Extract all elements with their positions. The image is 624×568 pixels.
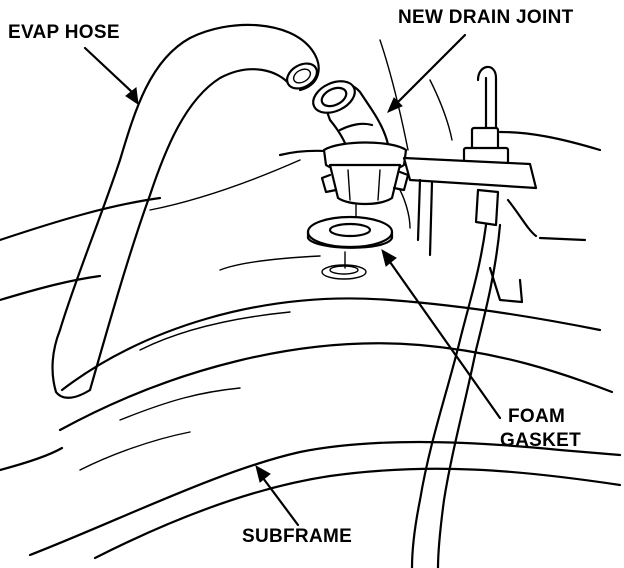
brake-line-part [379,39,602,568]
subframe-arrowhead [255,464,271,483]
evap-hose-arrowhead [125,87,139,106]
evap-hose-leader [83,46,134,94]
label-subframe: SUBFRAME [242,526,352,547]
leader-arrows [83,33,502,527]
foam-gasket-part [306,215,394,280]
label-new-drain-joint: NEW DRAIN JOINT [398,7,574,28]
foam-gasket-leader [388,260,502,420]
drain-joint-arrowhead [387,97,403,113]
label-evap-hose: EVAP HOSE [8,22,120,43]
drain-joint-leader [395,33,467,105]
evap-hose-part [51,23,320,399]
foam-gasket-arrowhead [381,248,397,267]
subframe-part [0,149,622,560]
label-foam: FOAM [508,406,565,427]
drain-joint-part [312,80,410,233]
subframe-leader [261,476,300,527]
label-gasket: GASKET [500,430,581,451]
